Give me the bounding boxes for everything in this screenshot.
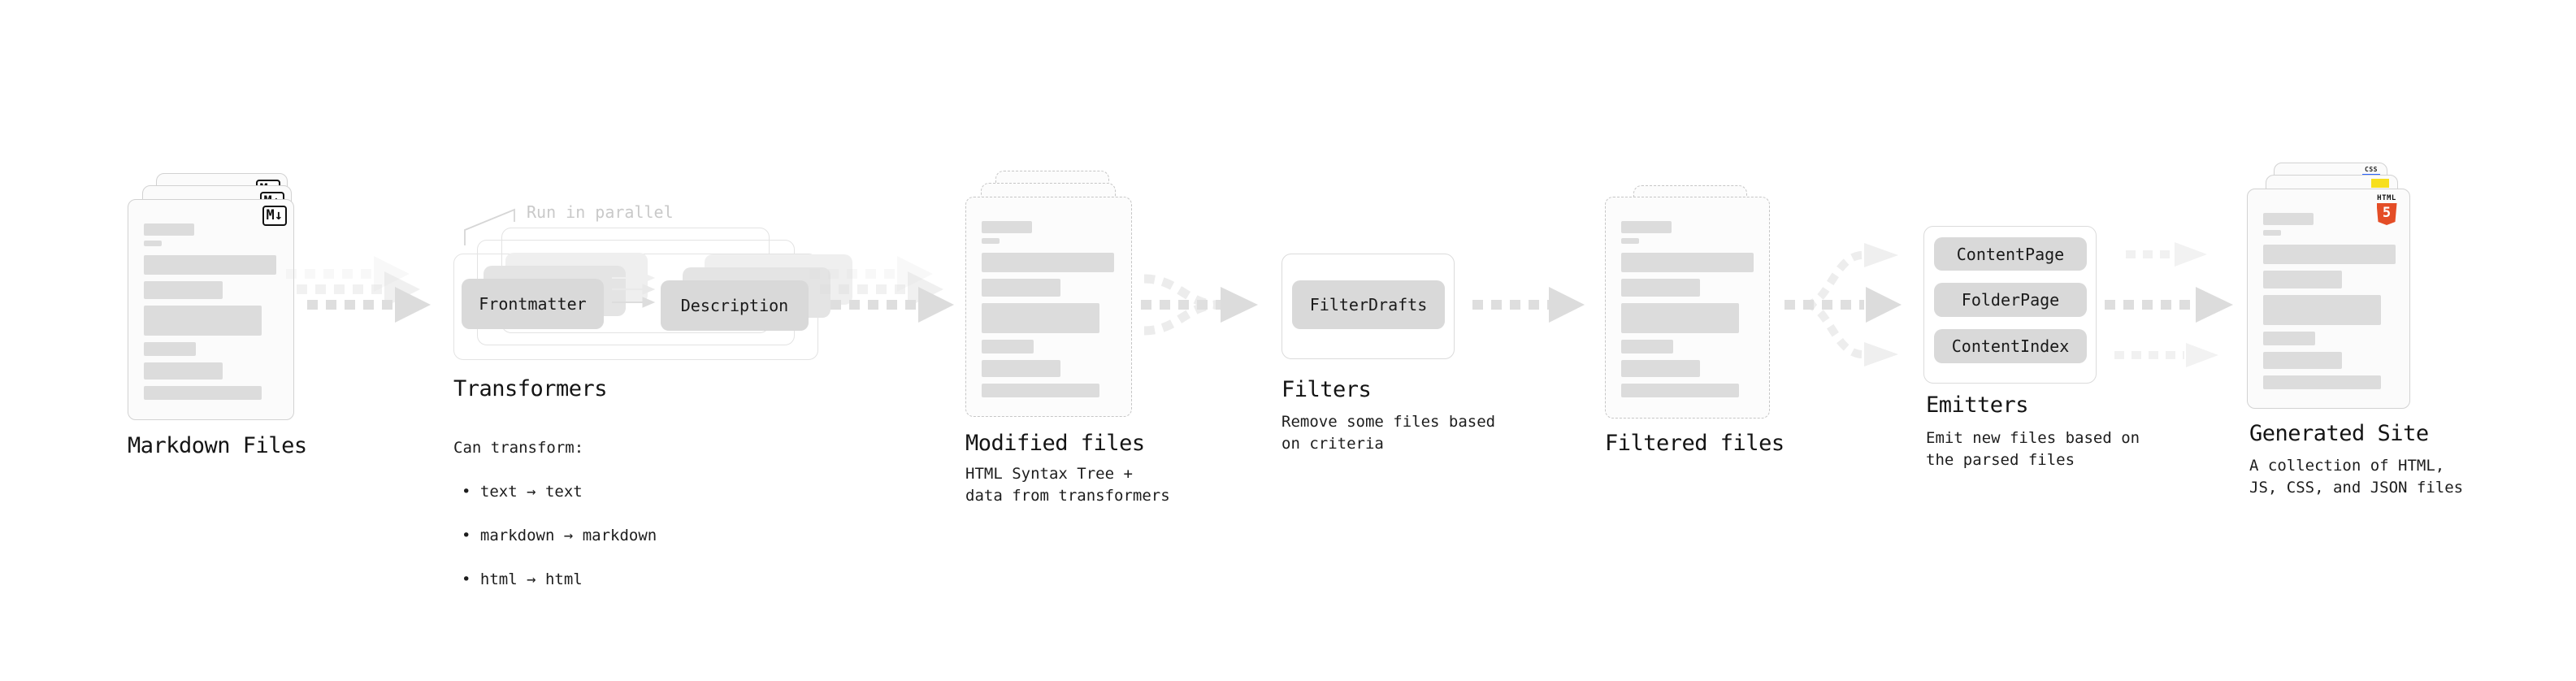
filter-pill-filterdrafts: FilterDrafts xyxy=(1292,280,1445,329)
stage-description: HTML Syntax Tree + data from transformer… xyxy=(965,465,1170,505)
text-line-bar xyxy=(982,340,1034,354)
document-content-placeholder xyxy=(144,223,282,400)
text-line-bar xyxy=(144,362,223,380)
stage-filters: FilterDrafts Filters Remove some files b… xyxy=(1281,254,1558,481)
markdown-icon: M↓ xyxy=(262,206,287,226)
css-badge-label: CSS xyxy=(2365,166,2378,173)
stage-title: Modified files xyxy=(965,431,1145,456)
text-line-bar xyxy=(1621,360,1700,377)
stage-title: Emitters xyxy=(1926,393,2029,418)
merge-arrow-icon xyxy=(1141,274,1258,336)
stage-emitters: ContentPage FolderPage ContentIndex Emit… xyxy=(1923,226,2192,486)
run-in-parallel-annotation: Run in parallel xyxy=(527,202,674,222)
text-line-bar xyxy=(2263,332,2315,345)
flow-arrow-icon xyxy=(286,256,431,323)
flow-arrow-icon xyxy=(809,256,954,323)
text-line-bar xyxy=(1621,303,1739,333)
html5-badge-label: HTML xyxy=(2377,194,2396,202)
stage-description: Remove some files based on criteria xyxy=(1281,413,1496,453)
document-content-placeholder xyxy=(982,221,1120,397)
bullet-item: • markdown → markdown xyxy=(462,527,657,544)
text-line-bar xyxy=(144,342,196,356)
text-line-bar xyxy=(1621,253,1754,272)
html5-shield: 5 xyxy=(2376,203,2397,225)
stage-generated-site: CSS HTML 5 Generated Site A collection o… xyxy=(2243,158,2511,516)
text-line-bar xyxy=(982,279,1060,297)
text-line-bar xyxy=(2263,230,2281,236)
text-line-bar xyxy=(1621,340,1673,354)
text-line-bar xyxy=(2263,295,2381,325)
text-line-bar xyxy=(982,221,1032,233)
stage-title: Transformers xyxy=(453,376,608,401)
text-line-bar xyxy=(2263,271,2342,288)
bullet-item: • text → text xyxy=(462,483,583,501)
text-line-bar xyxy=(2263,245,2396,264)
split-arrow-icon xyxy=(1785,243,1902,367)
stage-modified-files: Modified files HTML Syntax Tree + data f… xyxy=(963,169,1190,510)
html5-badge-number: 5 xyxy=(2382,205,2392,221)
filtered-file-card-front xyxy=(1605,197,1770,419)
html5-icon: HTML 5 xyxy=(2373,194,2400,225)
stage-filtered-files: Filtered files xyxy=(1602,173,1814,498)
text-line-bar xyxy=(982,360,1060,377)
text-line-bar xyxy=(2263,213,2314,225)
stage-markdown-files: M↓ M↓ M↓ Markdown Files xyxy=(122,158,349,484)
text-line-bar xyxy=(144,281,223,299)
stage-title: Generated Site xyxy=(2249,421,2429,446)
text-line-bar xyxy=(982,303,1099,333)
text-line-bar xyxy=(144,255,276,275)
stage-title: Filters xyxy=(1281,377,1372,402)
html-file-card: HTML 5 xyxy=(2247,189,2410,409)
document-content-placeholder xyxy=(1621,221,1758,397)
transformer-pill-frontmatter: Frontmatter xyxy=(462,279,604,329)
desc-heading: Can transform: xyxy=(453,439,584,457)
callout-line-icon xyxy=(464,208,515,245)
stage-transformers: Run in parallel Frontmatter Description … xyxy=(451,187,852,588)
text-line-bar xyxy=(982,384,1099,397)
emitter-pill-folderpage: FolderPage xyxy=(1934,283,2087,317)
emitter-pill-contentpage: ContentPage xyxy=(1934,237,2087,271)
flow-arrow-icon xyxy=(1472,287,1585,323)
stage-description: Emit new files based on the parsed files xyxy=(1926,429,2140,469)
emitter-pill-contentindex: ContentIndex xyxy=(1934,329,2087,363)
triple-arrow-icon xyxy=(2105,242,2233,367)
transformer-pill-description: Description xyxy=(661,280,809,331)
text-line-bar xyxy=(2263,352,2342,369)
stage-title: Markdown Files xyxy=(128,433,307,458)
parallel-arrows-icon xyxy=(612,272,656,308)
text-line-bar xyxy=(1621,279,1700,297)
text-line-bar xyxy=(1621,221,1672,233)
stage-title: Filtered files xyxy=(1605,431,1785,456)
stage-description: A collection of HTML, JS, CSS, and JSON … xyxy=(2249,457,2464,497)
text-line-bar xyxy=(144,386,262,400)
markdown-file-card-front: M↓ xyxy=(128,199,294,420)
text-line-bar xyxy=(982,253,1114,272)
stage-description: Can transform: • text → text • markdown … xyxy=(453,415,657,613)
text-line-bar xyxy=(144,306,262,336)
text-line-bar xyxy=(144,241,162,246)
document-content-placeholder xyxy=(2263,213,2398,389)
text-line-bar xyxy=(1621,384,1739,397)
text-line-bar xyxy=(982,238,1000,244)
text-line-bar xyxy=(1621,238,1639,244)
modified-file-card-front xyxy=(965,197,1132,417)
js-icon xyxy=(2371,179,2389,188)
bullet-item: • html → html xyxy=(462,570,583,588)
text-line-bar xyxy=(144,223,194,236)
text-line-bar xyxy=(2263,375,2381,389)
